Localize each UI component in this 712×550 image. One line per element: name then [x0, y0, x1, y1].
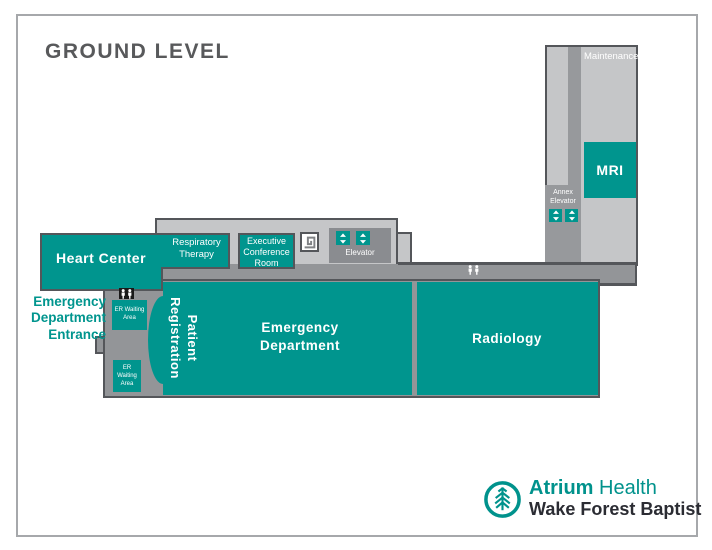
annex-elevator-lobby [545, 185, 581, 266]
page-title: GROUND LEVEL [45, 40, 230, 63]
restroom-icon [121, 288, 132, 299]
brand-logo: Atrium Health Wake Forest Baptist [483, 478, 701, 520]
elevator-label: Elevator [345, 248, 375, 257]
restroom [119, 288, 134, 299]
annex-elevator-cab [565, 209, 578, 222]
elevator-cab [336, 231, 350, 245]
elevator-cab [356, 231, 370, 245]
corridor-wall-bottom [598, 283, 637, 286]
respiratory-therapy-label: Respiratory Therapy [172, 237, 221, 261]
mri-label: MRI [596, 162, 624, 178]
annex-elevator-label: Annex Elevator [550, 189, 576, 206]
emergency-department-label: Emergency Department [259, 320, 340, 354]
elevator-updown-icon [552, 210, 559, 221]
restroom [466, 264, 481, 275]
brand-name-primary: Atrium [529, 477, 594, 499]
elevator-updown-icon [360, 232, 366, 244]
annex-elevator-cab [549, 209, 562, 222]
room-er-waiting-upper [112, 300, 147, 330]
brand-name: Atrium Health [529, 478, 701, 499]
emergency-entrance-label: Emergency Department Entrance [30, 294, 106, 342]
executive-conference-room-label: Executive Conference Room [243, 236, 290, 268]
room-radiology [417, 282, 598, 395]
restroom-icon [468, 264, 479, 275]
brand-name-secondary: Health [599, 477, 657, 499]
stairs-icon [304, 236, 316, 248]
brand-text: Atrium Health Wake Forest Baptist [529, 478, 701, 520]
room-er-waiting-lower [113, 360, 141, 392]
heart-center-label: Heart Center [55, 250, 147, 266]
er-waiting-upper-label: ER Waiting Area [114, 307, 145, 322]
corridor-wall-top [398, 262, 637, 265]
stairwell [300, 232, 319, 252]
elevator-updown-icon [340, 232, 346, 244]
room-executive-conference [238, 233, 295, 269]
room-heart-center-lower [40, 267, 163, 291]
elevator-bank [329, 228, 391, 263]
er-waiting-lower-label: ER Waiting Area [117, 365, 137, 388]
brand-division: Wake Forest Baptist [529, 499, 702, 519]
page-border [16, 14, 698, 537]
radiology-label: Radiology [472, 331, 542, 346]
patient-registration-label: Patient Registration [168, 297, 200, 379]
room-mri [584, 142, 636, 198]
maintenance-label: Maintenance [584, 51, 639, 62]
atrium-leaf-logo-icon [484, 480, 521, 518]
elevator-updown-icon [568, 210, 575, 221]
room-emergency-department [163, 282, 412, 395]
